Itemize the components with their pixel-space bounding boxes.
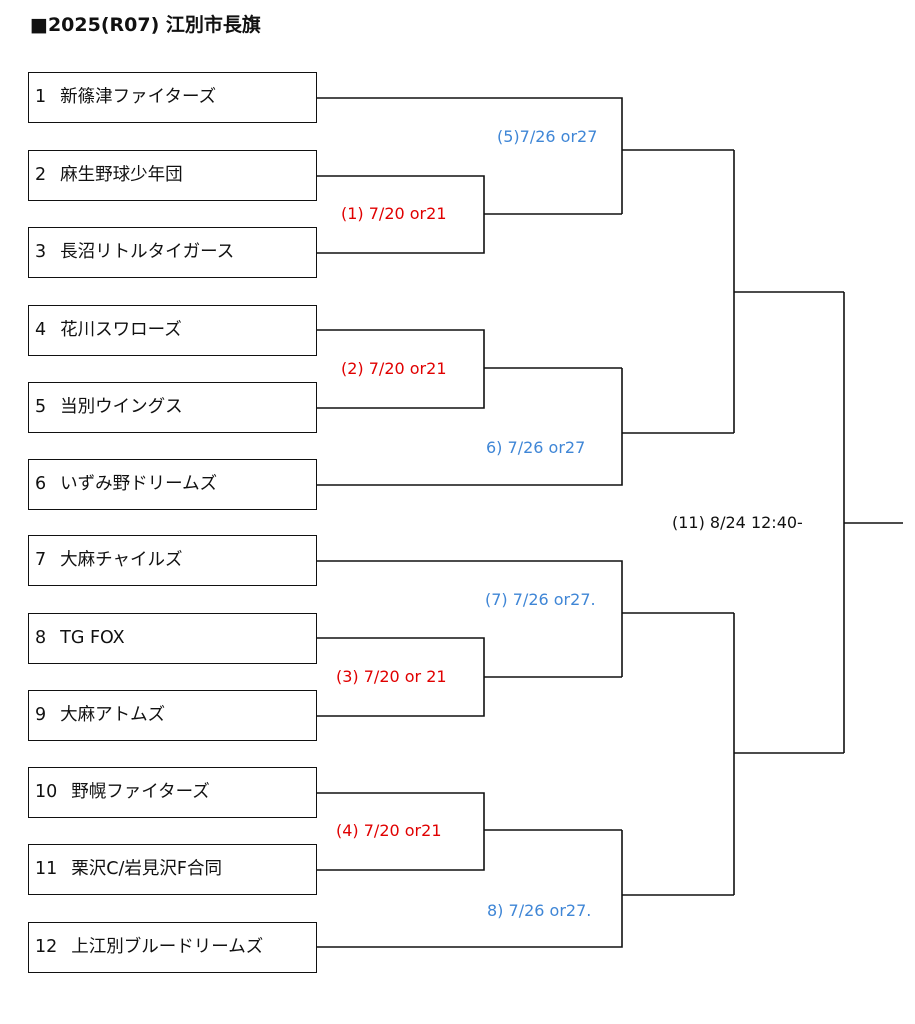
team-entry: 4 花川スワローズ	[35, 306, 182, 354]
bracket-line-match-5	[317, 97, 623, 214]
team-seed: 9	[35, 705, 47, 725]
team-seed: 5	[35, 397, 47, 417]
team-name: 大麻チャイルズ	[60, 550, 183, 570]
match-label-8: 8) 7/26 or27.	[487, 901, 592, 920]
team-seed: 6	[35, 474, 47, 494]
team-entry: 11 栗沢C/岩見沢F合同	[35, 845, 222, 893]
team-entry: 3 長沼リトルタイガース	[35, 228, 234, 276]
team-box: 12 上江別ブルードリームズ	[28, 922, 317, 973]
team-entry: 12 上江別ブルードリームズ	[35, 923, 263, 971]
team-name: 大麻アトムズ	[60, 705, 166, 725]
page-title: ■2025(R07) 江別市長旗	[30, 14, 261, 36]
team-box: 2 麻生野球少年団	[28, 150, 317, 201]
bracket-line-match-7	[317, 560, 623, 677]
team-seed: 7	[35, 550, 47, 570]
team-name: 上江別ブルードリームズ	[71, 937, 264, 957]
match-label-3: (3) 7/20 or 21	[336, 667, 447, 686]
team-name: 栗沢C/岩見沢F合同	[71, 859, 222, 879]
team-seed: 4	[35, 320, 47, 340]
team-entry: 9 大麻アトムズ	[35, 691, 165, 739]
bracket-line-match-6	[317, 368, 623, 486]
team-name: 新篠津ファイターズ	[60, 87, 217, 107]
team-box: 9 大麻アトムズ	[28, 690, 317, 741]
team-entry: 1 新篠津ファイターズ	[35, 73, 216, 121]
team-entry: 6 いずみ野ドリームズ	[35, 460, 217, 508]
team-seed: 1	[35, 87, 47, 107]
team-entry: 5 当別ウイングス	[35, 383, 183, 431]
team-entry: 2 麻生野球少年団	[35, 151, 183, 199]
match-label-2: (2) 7/20 or21	[341, 359, 447, 378]
team-box: 8 TG FOX	[28, 613, 317, 664]
team-entry: 8 TG FOX	[35, 614, 125, 662]
team-seed: 8	[35, 628, 47, 648]
team-name: 野幌ファイターズ	[71, 782, 210, 802]
team-name: いずみ野ドリームズ	[60, 474, 218, 494]
team-name: TG FOX	[60, 628, 125, 648]
match-label-4: (4) 7/20 or21	[336, 821, 442, 840]
team-seed: 2	[35, 165, 47, 185]
team-entry: 10 野幌ファイターズ	[35, 768, 210, 816]
team-box: 5 当別ウイングス	[28, 382, 317, 433]
team-box: 6 いずみ野ドリームズ	[28, 459, 317, 510]
match-label-5: (5)7/26 or27	[497, 127, 598, 146]
bracket-line-match-2	[317, 329, 485, 409]
team-box: 7 大麻チャイルズ	[28, 535, 317, 586]
team-name: 当別ウイングス	[60, 397, 183, 417]
team-box: 3 長沼リトルタイガース	[28, 227, 317, 278]
bracket-line-match-8	[317, 830, 623, 948]
team-box: 11 栗沢C/岩見沢F合同	[28, 844, 317, 895]
team-box: 10 野幌ファイターズ	[28, 767, 317, 818]
team-name: 長沼リトルタイガース	[60, 242, 235, 262]
match-label-7: (7) 7/26 or27.	[485, 590, 596, 609]
team-seed: 10	[35, 782, 58, 802]
match-label-final: (11) 8/24 12:40-	[672, 513, 803, 532]
team-seed: 11	[35, 859, 58, 879]
team-box: 4 花川スワローズ	[28, 305, 317, 356]
team-entry: 7 大麻チャイルズ	[35, 536, 182, 584]
team-name: 花川スワローズ	[60, 320, 182, 340]
team-seed: 12	[35, 937, 58, 957]
team-box: 1 新篠津ファイターズ	[28, 72, 317, 123]
team-seed: 3	[35, 242, 47, 262]
team-name: 麻生野球少年団	[60, 165, 183, 185]
bracket-line-match-4	[317, 792, 485, 871]
match-label-6: 6) 7/26 or27	[486, 438, 586, 457]
match-label-1: (1) 7/20 or21	[341, 204, 447, 223]
